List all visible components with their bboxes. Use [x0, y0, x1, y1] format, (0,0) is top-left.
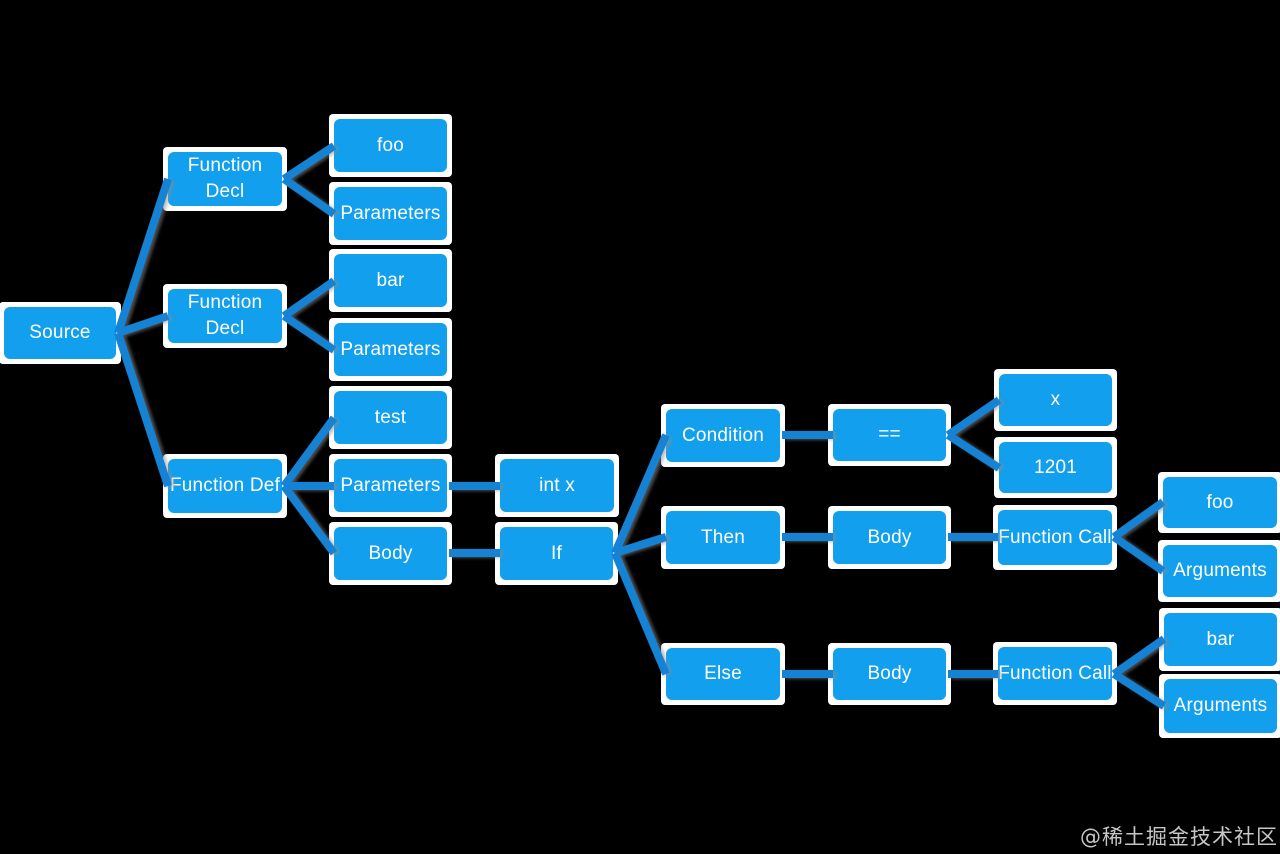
- connector: [116, 312, 170, 337]
- node-int-x: int x: [495, 454, 619, 517]
- connector: [280, 483, 338, 556]
- node-int-x-label: int x: [500, 459, 614, 512]
- connector: [611, 433, 670, 555]
- node-condition-label: Condition: [666, 409, 780, 462]
- node-number-1201-label: 1201: [999, 442, 1112, 493]
- node-else: Else: [661, 643, 785, 705]
- node-bar-2-label: bar: [1164, 613, 1277, 666]
- connector: [611, 551, 670, 676]
- node-arguments-1: Arguments: [1158, 540, 1280, 602]
- connector: [1111, 635, 1167, 678]
- node-function-decl-2-label: Function Decl: [168, 289, 282, 343]
- connector: [1111, 670, 1167, 710]
- node-then: Then: [661, 506, 785, 569]
- connector: [945, 431, 1002, 472]
- node-bar-2: bar: [1159, 608, 1280, 671]
- node-body-1: Body: [329, 522, 452, 585]
- connector: [1111, 498, 1166, 541]
- node-bar-1-label: bar: [334, 254, 447, 307]
- node-function-call-1-label: Function Call: [998, 510, 1112, 565]
- node-parameters-1: Parameters: [329, 182, 452, 245]
- node-condition: Condition: [661, 404, 785, 467]
- node-equals-operator: ==: [828, 404, 951, 466]
- node-parameters-2: Parameters: [329, 318, 452, 381]
- node-function-call-2: Function Call: [993, 642, 1117, 705]
- node-equals-operator-label: ==: [833, 409, 946, 461]
- connector: [114, 177, 172, 335]
- node-foo-2: foo: [1158, 472, 1280, 533]
- node-foo-1: foo: [329, 114, 452, 177]
- node-function-def: Function Def: [163, 454, 287, 518]
- node-parameters-3: Parameters: [329, 454, 452, 517]
- connector: [281, 142, 337, 183]
- node-arguments-1-label: Arguments: [1163, 545, 1277, 597]
- node-body-1-label: Body: [334, 527, 447, 580]
- watermark: @稀土掘金技术社区: [1080, 825, 1278, 849]
- connector: [280, 415, 338, 489]
- node-bar-1: bar: [329, 249, 452, 312]
- node-test: test: [329, 386, 452, 449]
- node-function-call-1: Function Call: [993, 505, 1117, 570]
- connector: [281, 277, 337, 320]
- connector: [945, 396, 1002, 439]
- node-parameters-3-label: Parameters: [334, 459, 447, 512]
- node-else-label: Else: [666, 648, 780, 700]
- node-function-decl-1: Function Decl: [163, 147, 287, 211]
- node-body-3-label: Body: [833, 648, 946, 700]
- node-function-def-label: Function Def: [168, 459, 282, 513]
- connector: [114, 331, 172, 488]
- node-function-decl-1-label: Function Decl: [168, 152, 282, 206]
- node-if-label: If: [500, 527, 613, 580]
- node-x-label: x: [999, 374, 1112, 426]
- node-if: If: [495, 522, 618, 585]
- connector: [1111, 533, 1166, 575]
- node-arguments-2: Arguments: [1159, 674, 1280, 738]
- node-foo-1-label: foo: [334, 119, 447, 172]
- node-body-3: Body: [828, 643, 951, 705]
- node-source-label: Source: [4, 307, 116, 359]
- node-number-1201: 1201: [994, 437, 1117, 498]
- node-parameters-1-label: Parameters: [334, 187, 447, 240]
- node-test-label: test: [334, 391, 447, 444]
- node-arguments-2-label: Arguments: [1164, 679, 1277, 733]
- node-x: x: [994, 369, 1117, 431]
- connector: [281, 175, 337, 218]
- node-source: Source: [0, 302, 121, 364]
- node-function-decl-2: Function Decl: [163, 284, 287, 348]
- node-body-2: Body: [828, 506, 951, 569]
- node-parameters-2-label: Parameters: [334, 323, 447, 376]
- node-then-label: Then: [666, 511, 780, 564]
- connector: [281, 312, 337, 354]
- connector: [613, 533, 668, 557]
- node-function-call-2-label: Function Call: [998, 647, 1112, 700]
- node-foo-2-label: foo: [1163, 477, 1277, 528]
- node-body-2-label: Body: [833, 511, 946, 564]
